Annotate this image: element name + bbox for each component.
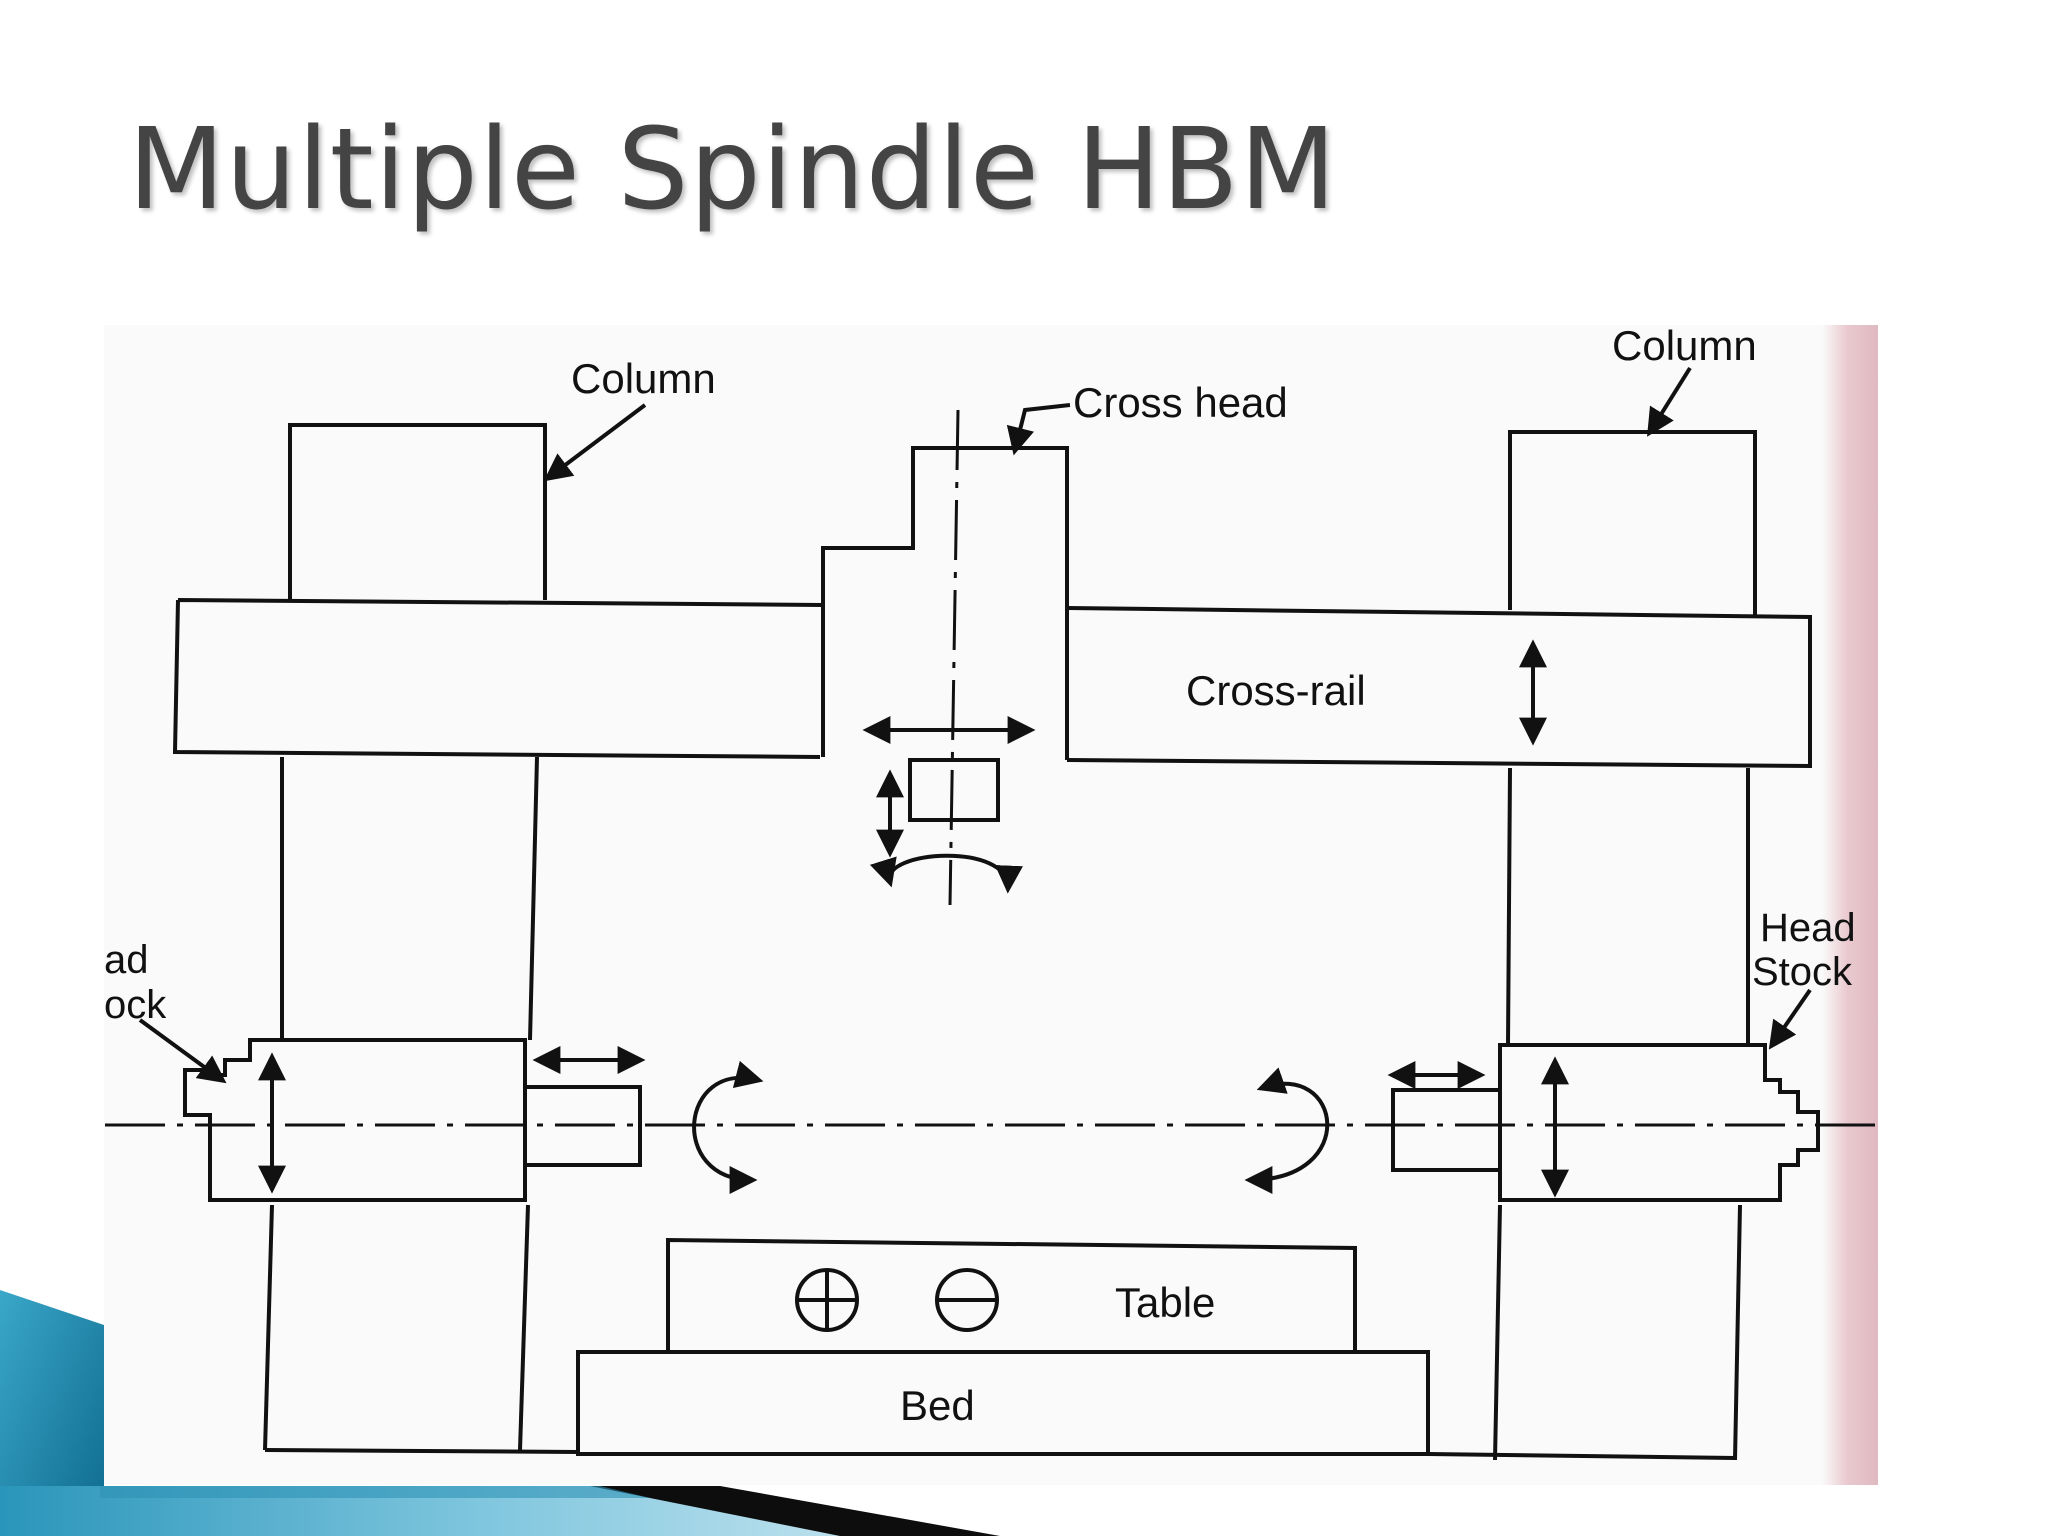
cross-head [821,446,1069,760]
plus-symbol-icon [795,1268,859,1332]
right-spindle [1391,1088,1500,1172]
label-column-left: Column [571,355,716,402]
cross-head-axis-vertical [948,409,960,906]
label-headstock-right-1: Head [1760,906,1856,950]
label-column-right: Column [1612,322,1757,369]
label-headstock-left-2: ock [104,983,167,1027]
left-column [263,423,547,1451]
diagram-figure [104,325,1878,1485]
cross-head-leader [1006,403,1071,456]
right-column [1493,430,1757,1461]
left-spindle-rotation-icon [692,1060,764,1194]
left-headstock-leader [138,1018,227,1084]
right-column-leader [1647,366,1692,437]
table [666,1237,1357,1352]
label-bed: Bed [900,1382,975,1429]
label-headstock-right-2: Stock [1752,950,1853,994]
cross-rail [172,598,1812,769]
cross-spindle-rotation-icon [870,853,1023,894]
right-spindle-rotation-icon [1244,1067,1330,1194]
left-column-leader [543,403,647,482]
slide-title: Multiple Spindle HBM [128,105,1338,235]
bed [576,1350,1430,1456]
right-headstock-leader [1768,988,1812,1050]
scan-edge [1822,325,1878,1485]
label-cross-rail: Cross-rail [1186,667,1366,714]
right-headstock [1498,1043,1820,1202]
label-table: Table [1115,1279,1216,1326]
left-spindle [525,1085,642,1167]
label-headstock-left-1: ad [104,938,149,982]
cross-head-spindle [908,758,1000,822]
label-cross-head: Cross head [1073,379,1288,426]
minus-symbol-icon [935,1268,999,1332]
